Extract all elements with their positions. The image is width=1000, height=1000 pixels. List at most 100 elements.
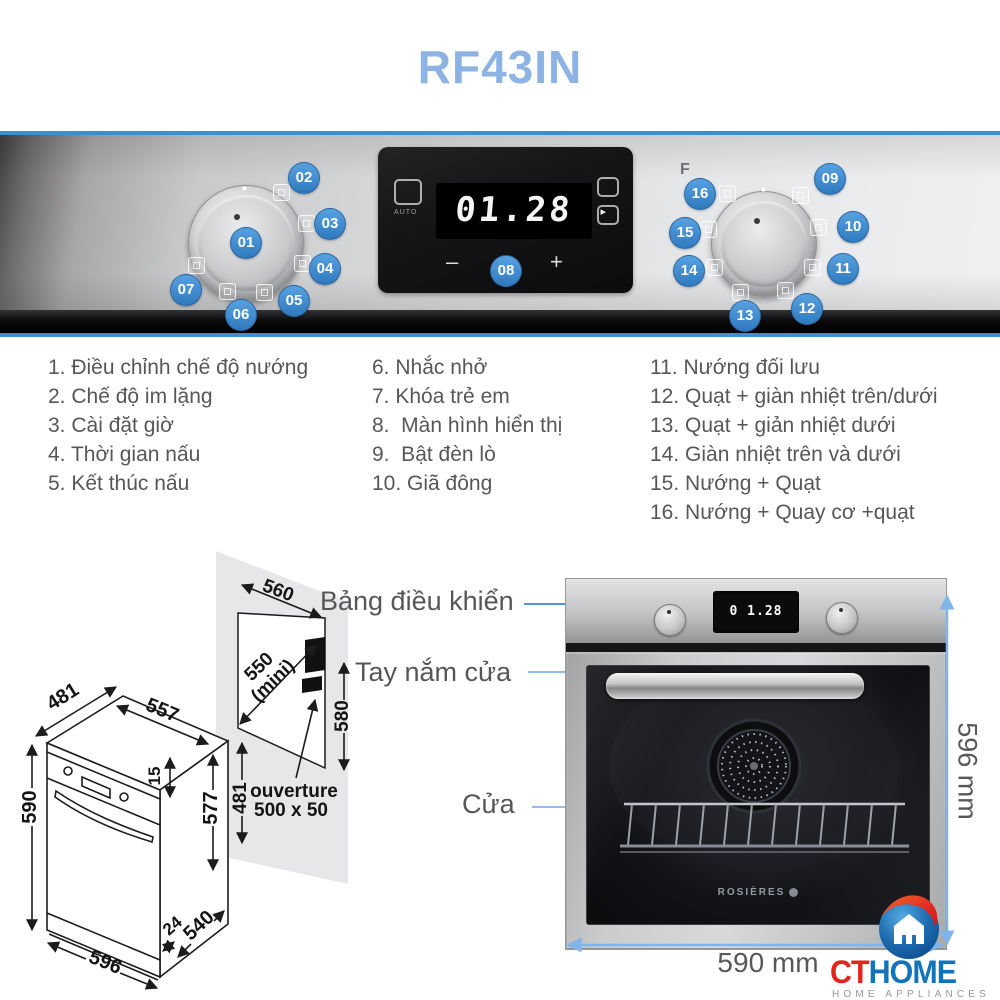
legend-item: 15. Nướng + Quạt [650,472,821,495]
display-module: AUTO 01.28 ▸ – + [378,147,633,293]
dim-15: 15 [145,767,164,786]
clock-digits: 01.28 [453,190,575,230]
minus-button: – [446,249,459,274]
callout-02: 02 [288,162,320,194]
callout-13: 13 [729,300,761,332]
photo-dimension-arrows [566,594,955,953]
mode-icon [219,283,236,300]
label-control-panel: Bảng điều khiển [320,586,514,616]
door-handle [606,673,864,699]
knob-pointer-icon [753,218,760,225]
opening-label-1: ouverture [250,781,338,802]
label-door-handle: Tay nắm cửa [355,657,512,687]
callout-08: 08 [490,255,522,287]
mode-icon [810,219,827,236]
callout-03: 03 [314,208,346,240]
oven-display: 0 1.28 [713,591,799,633]
installation-drawing: 560 550 (mini) 580 481 ouverture 500 x 5… [19,551,353,990]
mode-icon [700,221,717,238]
legend-item: 11. Nướng đối lưu [650,356,820,379]
cthome-logo-icon [879,895,939,959]
knob-index-dot-icon [242,186,247,191]
mode-icon [298,215,315,232]
logo-ct: CT [830,954,870,990]
legend-item: 5. Kết thúc nấu [48,472,190,495]
legend-item: 8. Màn hình hiển thị [372,414,563,437]
auto-program-icon [394,179,422,205]
opening-label-2: 500 x 50 [254,800,328,821]
oven-control-strip: 0 1.28 [566,579,946,645]
mode-icon [719,185,736,202]
callout-14: 14 [673,255,705,287]
dim-590: 590 [19,790,41,823]
legend-item: 9. Bật đèn lò [372,443,496,466]
brand-row: ROSIÈRES [587,887,929,898]
f-mark: F [680,161,690,178]
dim-481-niche: 481 [230,782,251,814]
legend-item: 6. Nhắc nhở [372,356,488,379]
callout-15: 15 [669,217,701,249]
callout-06: 06 [225,299,257,331]
legend-item: 3. Cài đặt giờ [48,414,174,437]
plus-button: + [550,249,563,274]
callout-01: 01 [230,227,262,259]
legend-item: 10. Giã đông [372,472,493,495]
callout-09: 09 [814,163,846,195]
brand-name: ROSIÈRES [717,887,786,898]
control-panel-photo: AUTO 01.28 ▸ – + F 01 02 03 04 05 06 07 … [0,135,1000,333]
logo-wordmark: CTHOME [830,954,957,991]
thermostat-knob-cap [721,201,807,287]
legend-item: 13. Quạt + giản nhiệt dưới [650,414,896,437]
label-door: Cửa [462,789,515,819]
mode-icon [792,187,809,204]
legend-column-3: 11. Nướng đối lưu 12. Quạt + giàn nhiệt … [650,353,938,527]
dim-580: 580 [332,700,353,732]
callout-12: 12 [791,293,823,325]
oven-top-edge [0,310,1000,333]
mode-icon [804,259,821,276]
callout-07: 07 [170,274,202,306]
door-glass: ROSIÈRES [586,665,930,925]
legend-item: 2. Chế độ im lặng [48,385,213,408]
logo-swoosh-icon [881,895,938,928]
logo-tagline: HOME APPLIANCES [832,989,991,1000]
cursor-icon: ▸ [600,206,606,218]
logo-home: HOME [868,954,957,990]
legend-item: 14. Giàn nhiệt trên và dưới [650,443,901,466]
knob-index-dot-icon [761,187,766,192]
oven-knob-right [826,602,858,634]
bottom-rule [0,333,1000,337]
dim-577: 577 [200,791,222,824]
cutout-dimension-lines [236,583,350,845]
mode-icon [732,284,749,301]
callout-04: 04 [309,253,341,285]
oven-display-digits: 0 1.28 [729,604,783,619]
mode-icon [188,257,205,274]
legend-column-2: 6. Nhắc nhở 7. Khóa trẻ em 8. Màn hình h… [372,353,562,498]
mode-icon [777,282,794,299]
end-time-icon [597,205,619,225]
iso-dimension-lines [26,686,225,990]
callout-05: 05 [278,285,310,317]
mode-icon [256,284,273,301]
legend-item: 16. Nướng + Quay cơ +quạt [650,501,915,524]
callout-10: 10 [837,211,869,243]
clock-display: 01.28 ▸ [436,183,606,239]
legend-column-1: 1. Điều chỉnh chế độ nướng 2. Chế độ im … [48,353,308,498]
callout-16: 16 [684,178,716,210]
brand-badge-icon [789,887,799,897]
mode-icon [273,184,290,201]
auto-label: AUTO [394,209,418,216]
logo-house-icon [894,914,924,944]
knob-pointer-icon [234,214,241,221]
thermostat-knob [711,191,817,297]
callout-11: 11 [827,253,859,285]
legend-item: 4. Thời gian nấu [48,443,201,466]
dim-481-top: 481 [43,679,83,715]
oven-knob-left [654,604,686,636]
height-dimension: 596 mm [952,722,983,820]
top-rule [0,131,1000,135]
cutout-slot-icon [305,637,325,673]
width-dimension: 590 mm [717,947,819,978]
